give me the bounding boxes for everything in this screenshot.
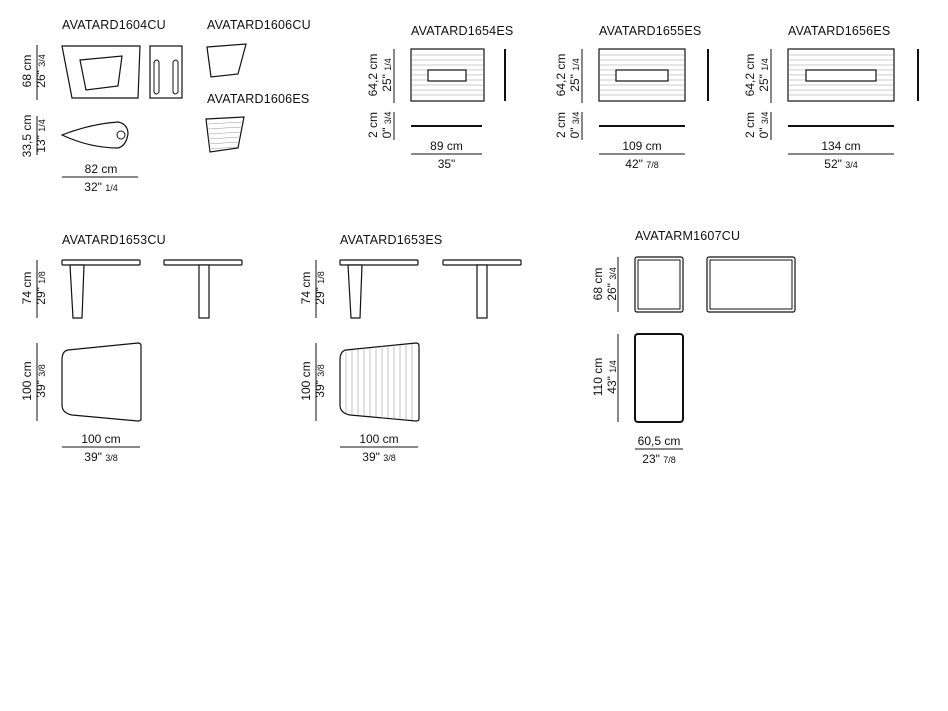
title-d1654es: AVATARD1654ES <box>411 24 514 38</box>
title-d1656es: AVATARD1656ES <box>788 24 891 38</box>
m1607cu-depth-in: 43" 1/4 <box>605 360 619 394</box>
d1655es-width-in: 42" 7/8 <box>625 157 659 171</box>
m1607cu-height-cm: 68 cm <box>591 267 605 301</box>
title-d1606cu: AVATARD1606CU <box>207 18 311 32</box>
d1653es-height-cm: 74 cm <box>299 271 313 305</box>
title-d1653cu: AVATARD1653CU <box>62 233 166 247</box>
m1607cu-height-in: 26" 3/4 <box>605 267 619 301</box>
d1604cu-front-view <box>36 45 141 100</box>
d1653cu-width-in: 39" 3/8 <box>84 450 118 464</box>
d1653es-width-cm: 100 cm <box>359 432 399 446</box>
d1653cu-depth-in: 39" 3/8 <box>34 364 48 398</box>
d1604cu-side-view <box>149 45 183 99</box>
d1653cu-side-view <box>36 259 141 319</box>
m1607cu-width-cm: 60,5 cm <box>637 434 681 448</box>
title-d1655es: AVATARD1655ES <box>599 24 702 38</box>
d1606cu-view <box>206 43 247 78</box>
d1654es-width-cm: 89 cm <box>430 139 463 153</box>
d1604cu-height-cm: 68 cm <box>20 54 34 88</box>
title-d1604cu: AVATARD1604CU <box>62 18 166 32</box>
d1653es-depth-in: 39" 3/8 <box>313 364 327 398</box>
m1607cu-top-view <box>617 333 684 450</box>
d1653cu-width-cm: 100 cm <box>81 432 121 446</box>
d1655es-thickness-in: 0" 3/4 <box>568 111 582 139</box>
d1653es-top-view <box>315 342 420 448</box>
d1653cu-front-view <box>163 259 243 319</box>
m1607cu-front-view <box>706 256 796 313</box>
title-d1653es: AVATARD1653ES <box>340 233 443 247</box>
d1656es-width-in: 52" 3/4 <box>824 157 858 171</box>
d1604cu-height-in: 26" 3/4 <box>34 54 48 88</box>
d1653es-height-in: 29" 1/8 <box>313 271 327 305</box>
d1654es-front-view <box>393 48 506 155</box>
d1653es-width-in: 39" 3/8 <box>362 450 396 464</box>
d1653cu-depth-cm: 100 cm <box>20 361 34 401</box>
d1653cu-top-view <box>36 342 142 448</box>
d1604cu-depth-cm: 33,5 cm <box>20 114 34 158</box>
title-m1607cu: AVATARM1607CU <box>635 229 741 243</box>
d1655es-front-view <box>581 48 709 155</box>
m1607cu-depth-cm: 110 cm <box>591 357 605 397</box>
d1655es-thickness-cm: 2 cm <box>554 112 568 139</box>
d1604cu-depth-in: 13" 1/4 <box>34 119 48 153</box>
d1604cu-width-cm: 82 cm <box>84 162 118 176</box>
d1606es-view <box>205 116 245 153</box>
d1656es-thickness-cm: 2 cm <box>743 112 757 139</box>
d1655es-width-cm: 109 cm <box>622 139 662 153</box>
d1653es-front-view <box>442 259 522 319</box>
d1653es-depth-cm: 100 cm <box>299 361 313 401</box>
d1653cu-height-in: 29" 1/8 <box>34 271 48 305</box>
d1604cu-width-in: 32" 1/4 <box>84 180 118 194</box>
title-d1606es: AVATARD1606ES <box>207 92 310 106</box>
d1656es-thickness-in: 0" 3/4 <box>757 111 771 139</box>
d1653cu-height-cm: 74 cm <box>20 271 34 305</box>
d1656es-front-view <box>770 48 919 155</box>
d1656es-width-cm: 134 cm <box>821 139 861 153</box>
m1607cu-width-in: 23" 7/8 <box>642 452 676 466</box>
d1654es-thickness-cm: 2 cm <box>366 112 380 139</box>
d1653es-side-view <box>315 259 419 319</box>
m1607cu-side-view <box>617 256 684 313</box>
d1654es-thickness-in: 0" 3/4 <box>380 111 394 139</box>
d1654es-width-in: 35" <box>437 157 456 171</box>
d1604cu-top-view <box>36 116 138 178</box>
